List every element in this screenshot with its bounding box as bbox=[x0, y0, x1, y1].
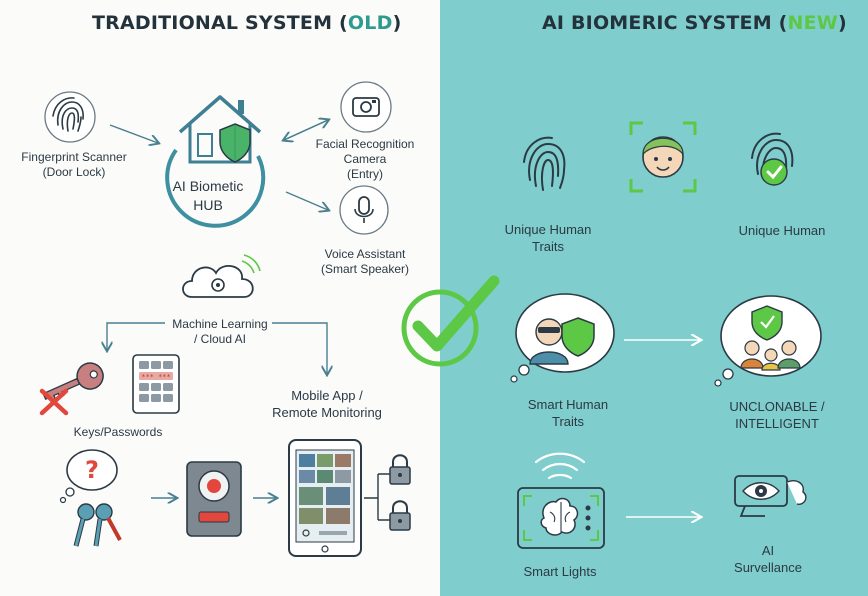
checkmark-icon bbox=[401, 275, 500, 367]
house-shield-icon bbox=[178, 95, 262, 164]
fingerprint-icon-right bbox=[523, 136, 566, 191]
voice-assistant-label: Voice Assistant (Smart Speaker) bbox=[320, 247, 410, 276]
fingerprint-check-icon bbox=[751, 132, 794, 186]
wifi-icon bbox=[534, 452, 586, 480]
door-lock-device-icon bbox=[186, 461, 242, 537]
keys-icon bbox=[73, 503, 122, 547]
padlock-icon-2 bbox=[389, 500, 411, 531]
key-icon bbox=[42, 362, 104, 403]
unique-traits-label: Unique Human Traits bbox=[504, 222, 592, 254]
fingerprint-scanner-label: Fingerprint Scanner (Door Lock) bbox=[21, 150, 127, 179]
padlock-icon bbox=[389, 454, 411, 485]
question-bubble-icon: ? bbox=[59, 449, 118, 504]
face-scan-icon bbox=[629, 121, 697, 193]
keypad-text: *** *** bbox=[141, 373, 171, 381]
keys-passwords-label: Keys/Passwords bbox=[73, 425, 163, 439]
person-shield-icon bbox=[510, 293, 615, 383]
microphone-icon bbox=[339, 185, 389, 235]
smart-lights-label: Smart Lights bbox=[523, 564, 597, 579]
machine-learning-label: Machine Learning / Cloud AI bbox=[172, 317, 268, 346]
unclonable-label: UNCLONABLE / INTELLIGENT bbox=[729, 399, 825, 431]
keypad-icon: *** *** bbox=[132, 354, 180, 414]
tablet-icon bbox=[288, 439, 362, 557]
hub-ring bbox=[165, 148, 266, 228]
unique-human-label: Unique Human bbox=[738, 223, 826, 238]
left-title: TRADITIONAL SYSTEM (OLD) bbox=[92, 12, 402, 34]
camera-icon bbox=[340, 81, 392, 133]
mobile-app-label: Mobile App / Remote Monitoring bbox=[272, 388, 382, 420]
brain-chip-icon bbox=[517, 487, 605, 549]
ai-surveillance-label: AI Survellance bbox=[734, 543, 802, 575]
red-x-icon bbox=[39, 388, 69, 416]
family-shield-icon bbox=[714, 295, 822, 387]
facial-camera-label: Facial Recognition Camera (Entry) bbox=[315, 137, 415, 181]
smart-traits-label: Smart Human Traits bbox=[527, 397, 609, 429]
right-title: AI BIOMERIC SYSTEM (NEW) bbox=[542, 12, 847, 34]
eye-camera-icon bbox=[734, 475, 807, 517]
svg-text:?: ? bbox=[85, 456, 99, 484]
cloud-gear-icon bbox=[182, 254, 261, 298]
fingerprint-icon bbox=[44, 91, 96, 143]
